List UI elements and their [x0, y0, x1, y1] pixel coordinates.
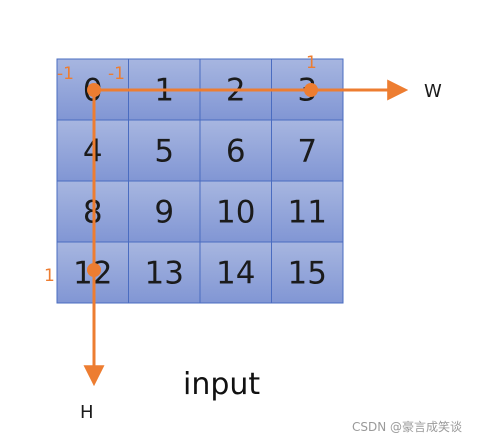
grid-cell-value: 6	[226, 134, 246, 170]
grid-cell	[271, 241, 344, 304]
sample-point-right	[304, 83, 318, 97]
grid-cell-value: 13	[145, 256, 184, 292]
grid-cell	[271, 119, 344, 182]
grid-cell-value: 5	[154, 134, 174, 170]
csdn-watermark: CSDN @豪言成笑谈	[352, 419, 462, 434]
grid-cell-value: 11	[288, 195, 327, 231]
w-axis-label: W	[424, 81, 442, 102]
grid-cell	[199, 241, 272, 304]
input-caption: input	[183, 367, 260, 402]
grid-cell	[271, 180, 344, 243]
grid-cell	[128, 241, 201, 304]
grid-cell-value: 15	[288, 256, 327, 292]
sample-point-bottom	[87, 263, 101, 277]
weight-label-top-left-x: -1	[57, 64, 74, 84]
weight-label-bottom-left: 1	[44, 266, 55, 286]
h-axis-label: H	[80, 402, 94, 423]
weight-label-top-left-y: -1	[108, 64, 125, 84]
weight-label-top-right: 1	[306, 53, 317, 73]
grid-cell-value: 10	[216, 195, 255, 231]
grid-cell	[128, 180, 201, 243]
grid-cell-value: 9	[154, 195, 174, 231]
grid-cell-value: 7	[297, 134, 317, 170]
sample-point-origin	[87, 83, 101, 97]
grid-cell-value: 14	[216, 256, 255, 292]
grid-cell	[199, 119, 272, 182]
